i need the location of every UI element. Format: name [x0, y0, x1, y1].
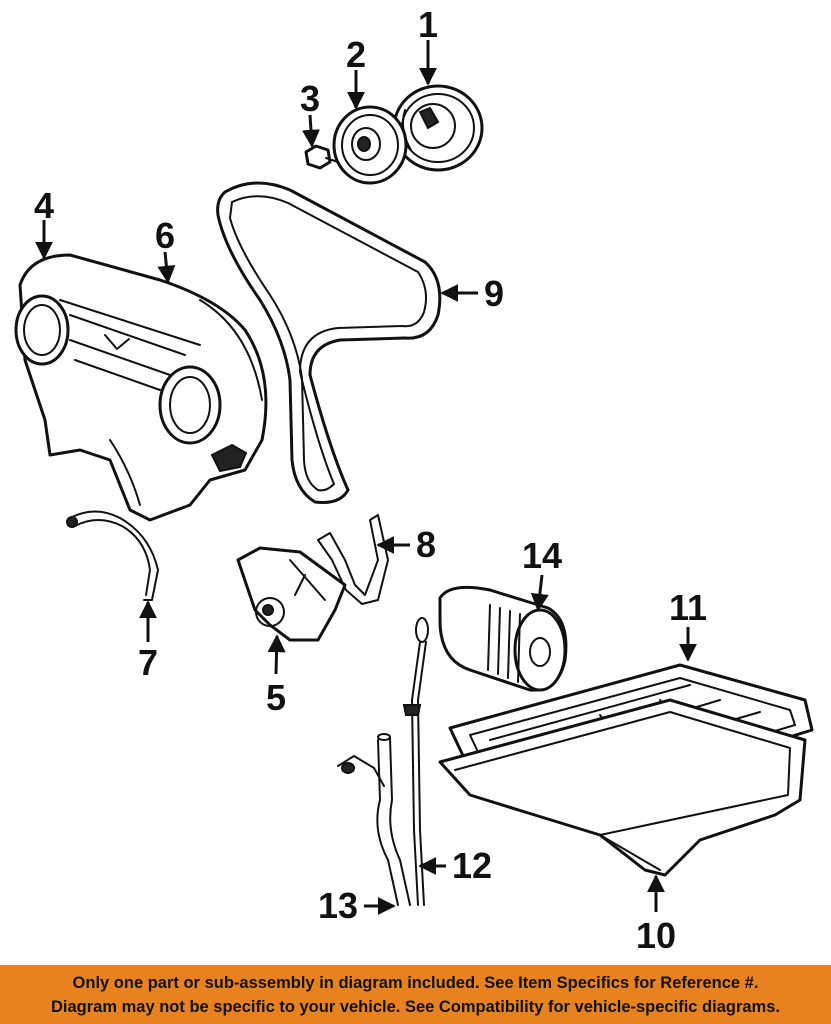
oil-pan	[438, 698, 807, 877]
belt-guide	[317, 514, 389, 605]
cover-gasket	[66, 510, 159, 601]
callout-7: 7	[138, 642, 158, 683]
parts-diagram: 1 2 3 4 5 6 7 8 9 10 11 12 13 14	[14, 4, 814, 956]
disclaimer-line-1: Only one part or sub-assembly in diagram…	[72, 973, 759, 992]
dipstick-tube	[337, 733, 411, 906]
callout-4: 4	[34, 185, 54, 226]
timing-pulley	[332, 105, 408, 185]
callout-2: 2	[346, 34, 366, 75]
callout-9: 9	[484, 273, 504, 314]
callout-14: 14	[522, 535, 562, 576]
timing-cover	[14, 253, 268, 522]
callout-labels: 1 2 3 4 5 6 7 8 9 10 11 12 13 14	[34, 4, 707, 956]
callout-3: 3	[300, 78, 320, 119]
oil-filter	[438, 585, 568, 692]
callout-12: 12	[452, 845, 492, 886]
callout-13: 13	[318, 885, 358, 926]
dipstick	[402, 617, 429, 906]
callout-5: 5	[266, 677, 286, 718]
timing-belt	[216, 181, 442, 504]
callout-11: 11	[669, 587, 707, 628]
callout-6: 6	[155, 215, 175, 256]
disclaimer-line-2: Diagram may not be specific to your vehi…	[51, 997, 780, 1016]
belt-tensioner	[236, 546, 347, 642]
crankshaft-pulley	[392, 84, 484, 172]
disclaimer-banner: Only one part or sub-assembly in diagram…	[0, 965, 831, 1024]
callout-10: 10	[636, 915, 676, 956]
callout-1: 1	[418, 4, 438, 45]
leader-lines	[35, 40, 697, 915]
callout-8: 8	[416, 524, 436, 565]
